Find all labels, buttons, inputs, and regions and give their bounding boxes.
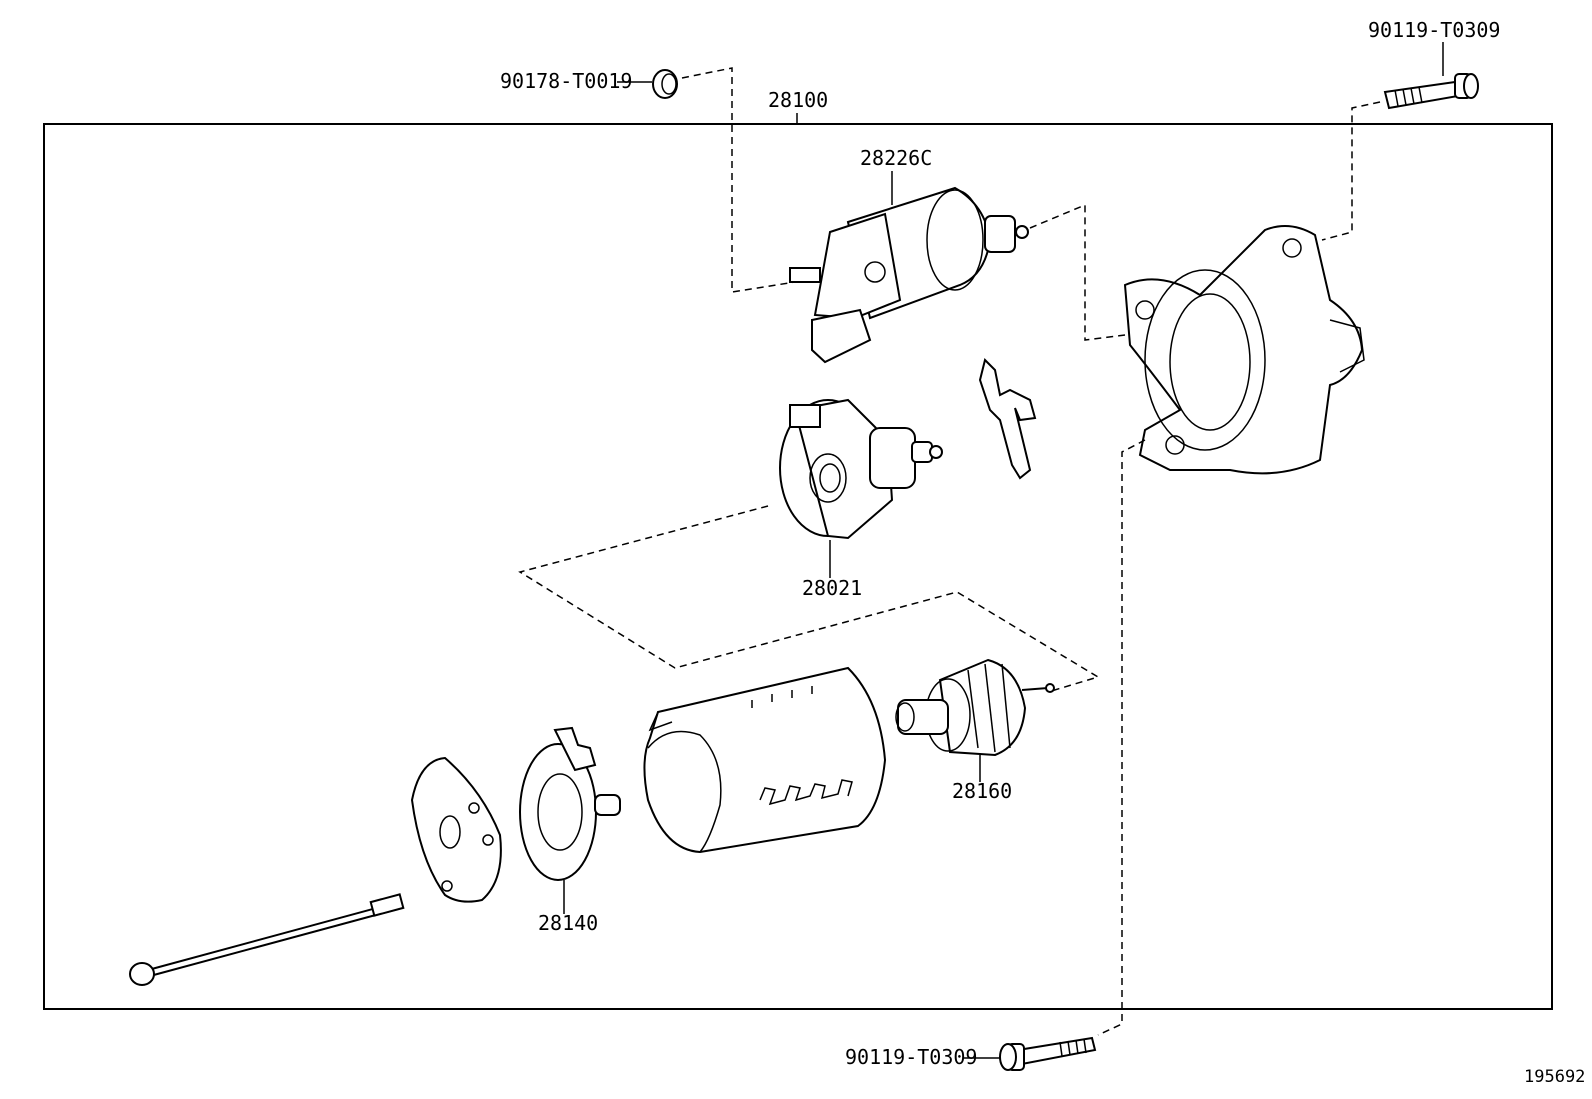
- armature-icon: [895, 658, 1055, 757]
- end-frame-icon: [519, 726, 621, 881]
- label-28021: 28021: [802, 576, 862, 600]
- figure-id: 195692: [1524, 1067, 1585, 1087]
- assembly-frame: [43, 123, 1553, 1010]
- dash-bolt-bottom: [1097, 439, 1146, 1036]
- brush-holder-icon: [779, 398, 943, 540]
- label-90119-T0309-bottom: 90119-T0309: [845, 1045, 977, 1069]
- solenoid-icon: [789, 186, 1029, 364]
- bolt-top-icon: [1383, 73, 1479, 110]
- label-28160: 28160: [952, 779, 1012, 803]
- label-28226C: 28226C: [860, 146, 932, 170]
- dash-nut-to-solenoid: [681, 67, 796, 293]
- dash-bolt-top: [1321, 101, 1381, 241]
- field-yoke-icon: [643, 666, 887, 854]
- nut-icon: [652, 69, 678, 99]
- dash-brush-holder: [518, 505, 1100, 693]
- through-bolt-icon: [129, 893, 405, 986]
- label-28140: 28140: [538, 911, 598, 935]
- end-cover-icon: [410, 756, 502, 903]
- shift-lever-icon: [978, 358, 1037, 480]
- label-90178-T0019: 90178-T0019: [500, 69, 632, 93]
- dash-solenoid-to-housing: [1029, 203, 1126, 341]
- drive-housing-icon: [1123, 225, 1365, 475]
- bolt-bottom-icon: [999, 1036, 1097, 1071]
- label-28100: 28100: [768, 88, 828, 112]
- label-90119-T0309-top: 90119-T0309: [1368, 18, 1500, 42]
